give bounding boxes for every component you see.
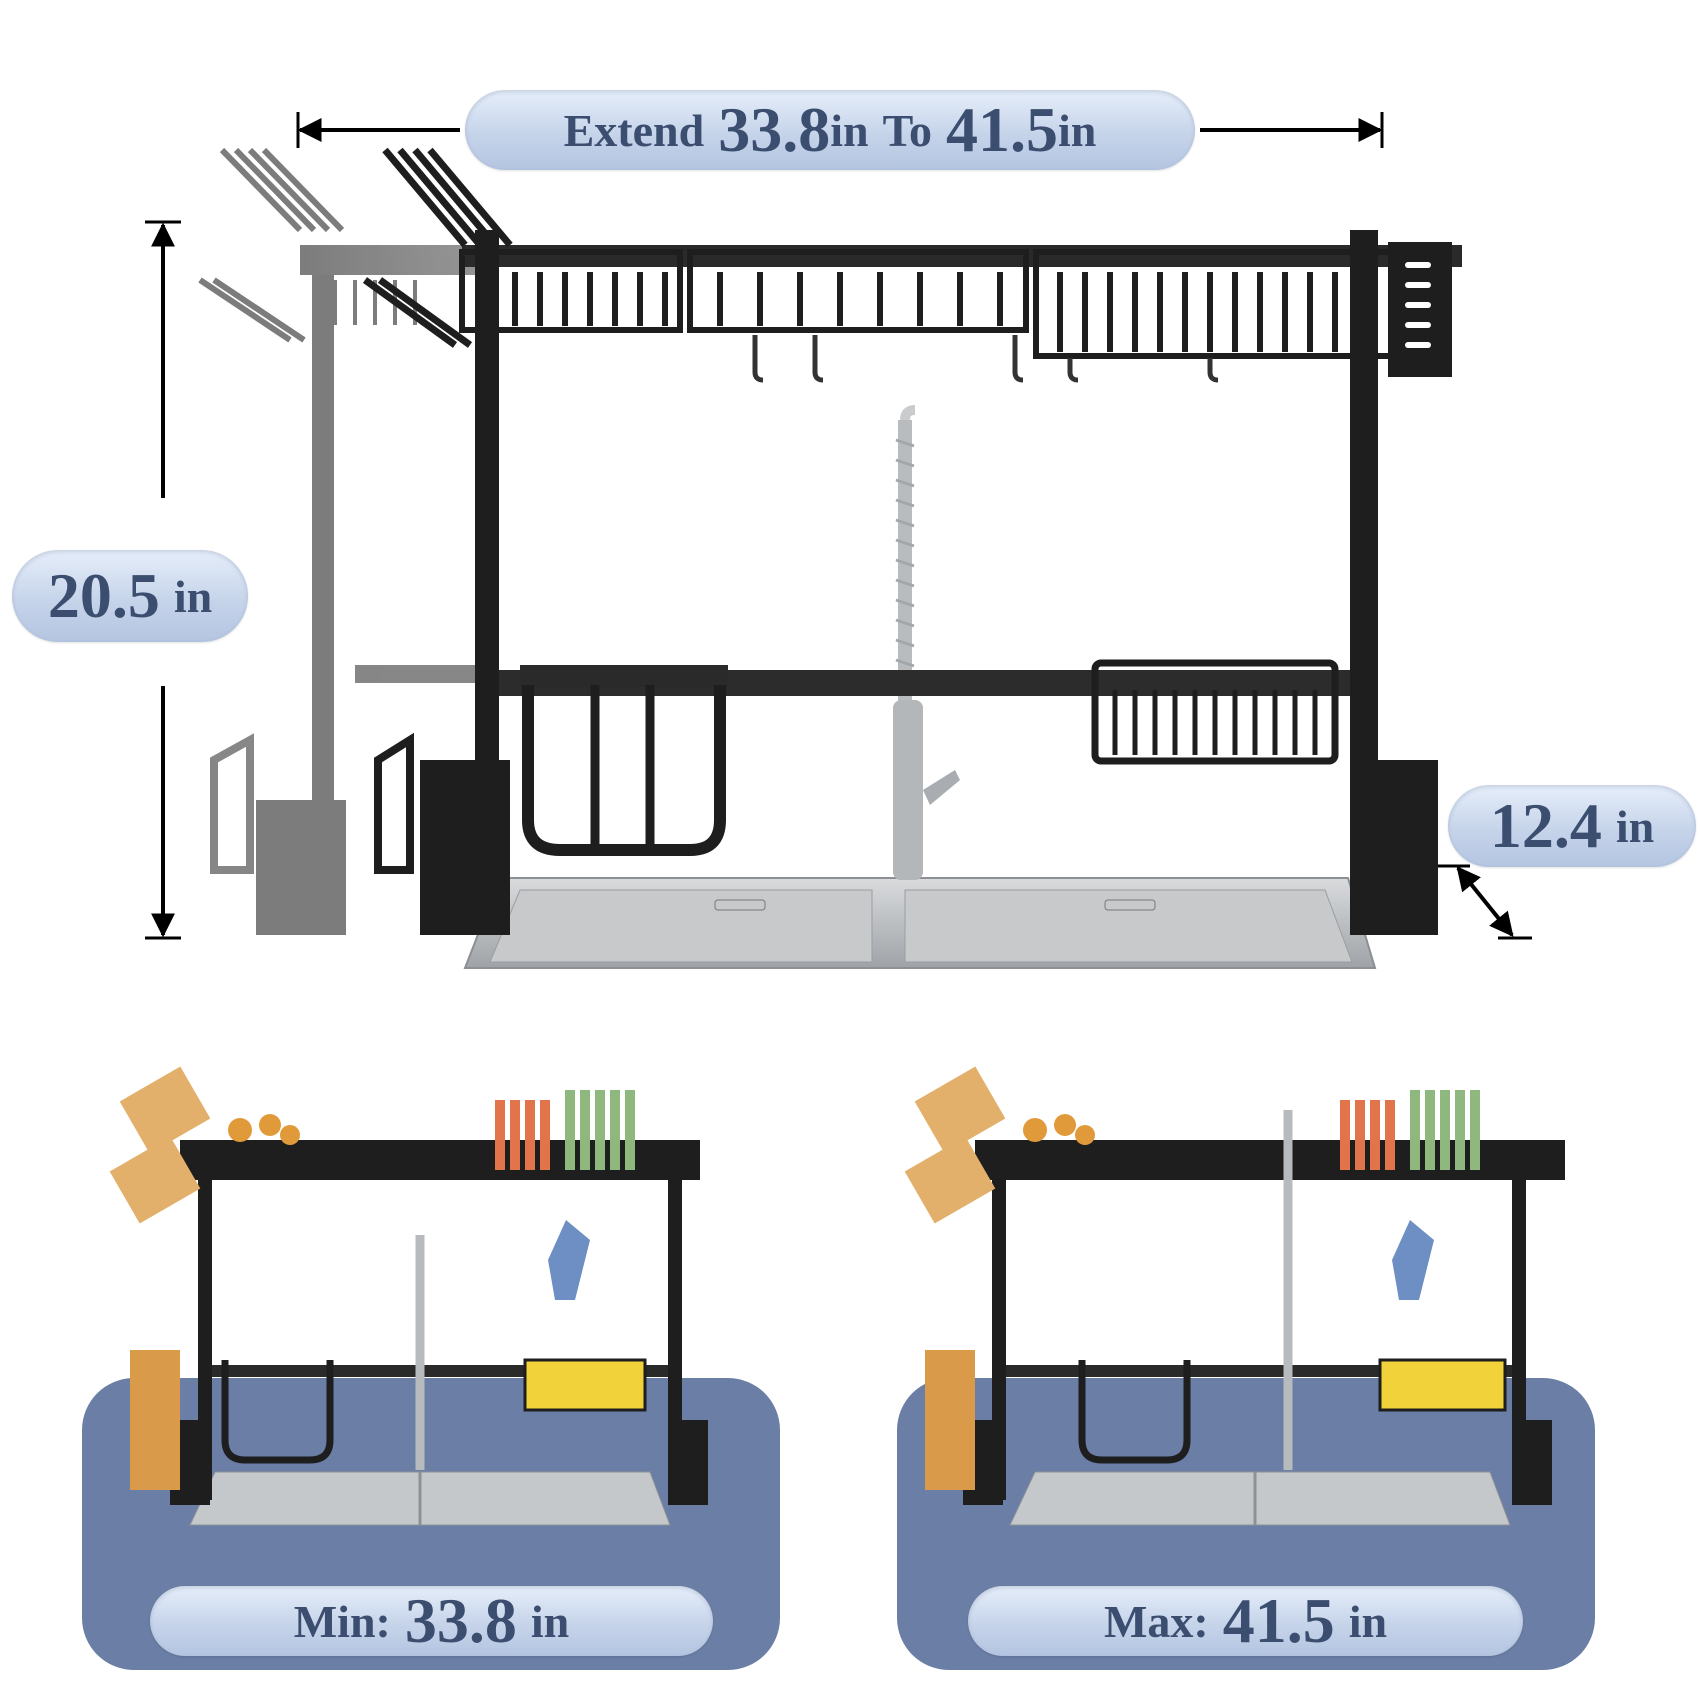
max-width-label: Max: 41.5 in	[968, 1585, 1523, 1656]
height-label: 20.5 in	[12, 550, 248, 642]
depth-unit: in	[1615, 800, 1655, 852]
extend-to-word: To	[882, 104, 933, 156]
extend-range-label: Extend 33.8 in To 41.5 in	[465, 90, 1195, 170]
height-unit: in	[173, 570, 213, 622]
height-arrow-icon	[145, 220, 181, 940]
extend-from-value: 33.8	[718, 94, 831, 165]
width-arrow-icon	[296, 112, 1384, 148]
min-label-text: Min:	[293, 1595, 391, 1647]
product-photo-max	[904, 1066, 1565, 1526]
extend-prefix: Extend	[563, 104, 705, 156]
max-label-text: Max:	[1103, 1595, 1209, 1647]
depth-value: 12.4	[1489, 790, 1602, 861]
depth-label: 12.4 in	[1448, 785, 1696, 867]
height-value: 20.5	[47, 560, 160, 631]
rack-extended	[362, 147, 1462, 935]
min-value: 33.8	[404, 1585, 517, 1656]
extend-from-unit: in	[830, 104, 869, 156]
faucet-illustration	[893, 405, 960, 880]
max-value: 41.5	[1222, 1585, 1335, 1656]
rack-retracted-ghost	[198, 147, 480, 935]
min-width-label: Min: 33.8 in	[150, 1585, 713, 1656]
depth-arrow-icon	[1432, 864, 1532, 940]
max-unit: in	[1348, 1595, 1388, 1647]
product-photo-min	[109, 1066, 708, 1526]
extend-to-unit: in	[1058, 104, 1097, 156]
rack-diagram	[145, 112, 1532, 969]
extend-to-value: 41.5	[946, 94, 1059, 165]
min-unit: in	[530, 1595, 570, 1647]
sink-illustration	[463, 877, 1377, 969]
